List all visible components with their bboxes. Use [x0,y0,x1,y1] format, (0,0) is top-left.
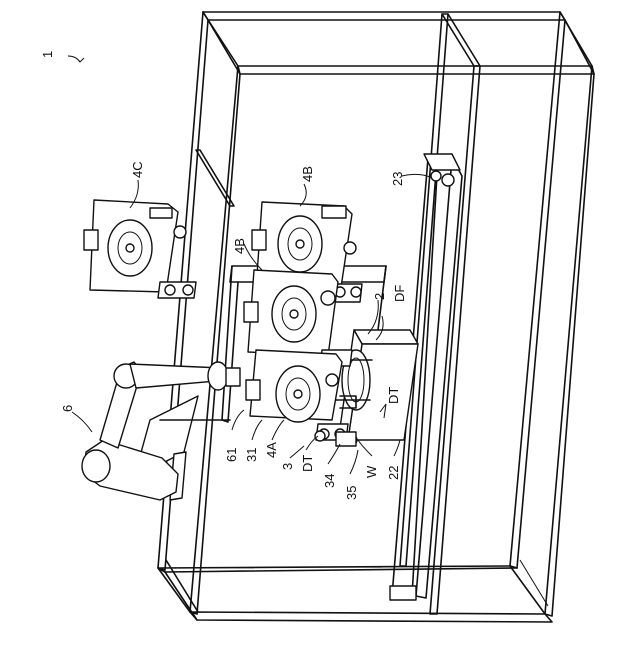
label-roll-a: 4A [264,442,279,458]
label-rail-base: 22 [386,466,401,480]
label-unit-34: 34 [322,474,337,488]
frame [158,12,594,622]
label-device: 1 [40,51,55,58]
label-roll-b-upper: 4B [300,166,315,182]
label-tape-dt-lower: DT [386,387,401,404]
roll-unit-4a [246,350,356,440]
label-robot: 6 [60,405,75,412]
label-rail: 23 [390,172,405,186]
label-film-df: DF [392,285,407,302]
label-unit-31: 31 [244,448,259,462]
robot-arm [82,362,240,500]
label-roll-b-lower: 4B [232,238,247,254]
roll-unit-4c [84,200,196,298]
label-workpiece-holder: 3 [280,463,295,470]
label-unit-35: 35 [344,486,359,500]
label-unit-61: 61 [224,448,239,462]
label-platform: 2 [372,293,387,300]
label-wafer: W [364,465,379,478]
label-roll-c: 4C [130,161,145,178]
applicator-parts [315,431,357,446]
label-tape-dt-feed: DT [300,455,315,472]
